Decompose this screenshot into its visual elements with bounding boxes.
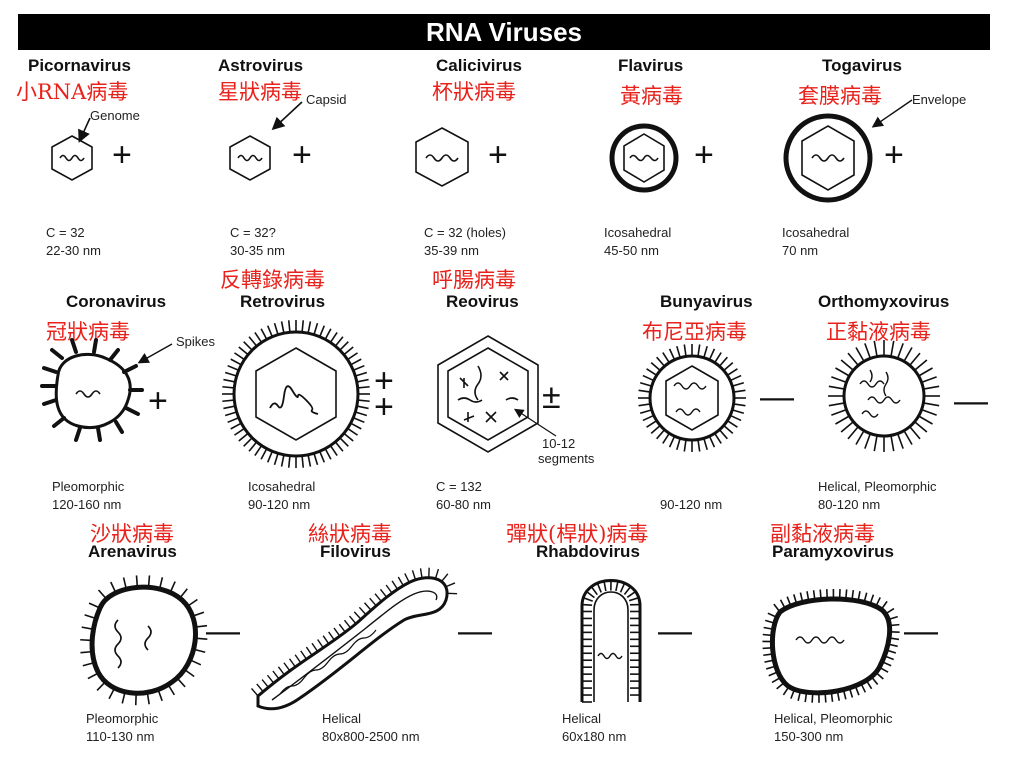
virus-zh-arenavirus: 沙狀病毒: [90, 522, 174, 546]
sign-astrovirus: +: [292, 136, 312, 174]
paramyxovirus-illustration: [762, 588, 900, 703]
virus-name-togavirus: Togavirus: [822, 56, 902, 75]
bunyavirus-illustration: [638, 344, 746, 452]
sign-calicivirus: +: [488, 136, 508, 174]
sign-arenavirus: —: [206, 612, 240, 650]
sign-retrovirus: ++: [374, 362, 394, 426]
coronavirus-illustration: [40, 338, 173, 442]
virus-name-paramyxovirus: Paramyxovirus: [772, 542, 894, 561]
virus-zh-orthomyxovirus: 正黏液病毒: [826, 320, 931, 344]
virus-name-retrovirus: Retrovirus: [240, 292, 326, 311]
virus-zh-calicivirus: 杯狀病毒: [432, 80, 516, 104]
picornavirus-illustration: [51, 117, 93, 181]
virus-zh-coronavirus: 冠狀病毒: [46, 320, 130, 344]
virus-name-flavirus: Flavirus: [618, 56, 684, 75]
virus-name-astrovirus: Astrovirus: [218, 56, 304, 75]
virus-name-arenavirus: Arenavirus: [88, 542, 177, 561]
sign-bunyavirus: —: [760, 378, 794, 416]
virus-zh-astrovirus: 星狀病毒: [218, 80, 302, 104]
sign-orthomyxovirus: —: [954, 382, 988, 420]
flavirus-illustration: [609, 123, 679, 193]
virus-name-rhabdovirus: Rhabdovirus: [536, 542, 640, 561]
sign-togavirus: +: [884, 136, 904, 174]
virus-zh-rhabdovirus: 彈狀(桿狀)病毒: [506, 522, 649, 546]
sign-reovirus: ±: [542, 378, 561, 416]
virus-name-bunyavirus: Bunyavirus: [660, 292, 753, 311]
virus-info-bunyavirus: 90-120 nm: [660, 497, 723, 512]
calicivirus-illustration: [415, 127, 469, 187]
title-bar: RNA Viruses: [18, 14, 990, 50]
virus-zh-filovirus: 絲狀病毒: [308, 522, 392, 546]
annotation-spikes: Spikes: [176, 334, 216, 349]
sign-rhabdovirus: —: [658, 612, 692, 650]
rhabdovirus-illustration: [580, 579, 642, 703]
annotation-genome: Genome: [90, 108, 140, 123]
reovirus-illustration: [437, 335, 557, 453]
virus-name-coronavirus: Coronavirus: [66, 292, 167, 311]
annotation-envelope: Envelope: [912, 92, 967, 107]
sign-paramyxovirus: —: [904, 612, 938, 650]
virus-zh-flavirus: 黃病毒: [620, 84, 683, 108]
virus-zh-togavirus: 套膜病毒: [798, 84, 882, 108]
togavirus-illustration: [783, 99, 913, 203]
virus-zh-paramyxovirus: 副黏液病毒: [770, 522, 875, 546]
virus-name-filovirus: Filovirus: [320, 542, 391, 561]
filovirus-illustration: [250, 567, 458, 711]
sign-picornavirus: +: [112, 136, 132, 174]
virus-info-calicivirus: C = 32 (holes)35-39 nm: [424, 225, 507, 258]
orthomyxovirus-illustration: [828, 340, 940, 452]
virus-name-orthomyxovirus: Orthomyxovirus: [818, 292, 950, 311]
virus-name-calicivirus: Calicivirus: [436, 56, 522, 75]
virus-zh-picornavirus: 小RNA病毒: [16, 80, 129, 104]
astrovirus-illustration: [229, 101, 303, 181]
virus-zh-bunyavirus: 布尼亞病毒: [642, 320, 747, 344]
diagram-title: RNA Viruses: [425, 17, 583, 47]
virus-zh-retrovirus: 反轉錄病毒: [220, 268, 325, 292]
virus-name-picornavirus: Picornavirus: [28, 56, 131, 75]
sign-filovirus: —: [458, 612, 492, 650]
sign-flavirus: +: [694, 136, 714, 174]
virus-info-astrovirus: C = 32?30-35 nm: [230, 225, 285, 258]
sign-coronavirus: +: [148, 382, 168, 420]
arenavirus-illustration: [80, 575, 208, 706]
annotation-capsid: Capsid: [306, 92, 347, 107]
virus-name-reovirus: Reovirus: [446, 292, 519, 311]
virus-zh-reovirus: 呼腸病毒: [432, 268, 516, 292]
retrovirus-illustration: [222, 320, 370, 468]
